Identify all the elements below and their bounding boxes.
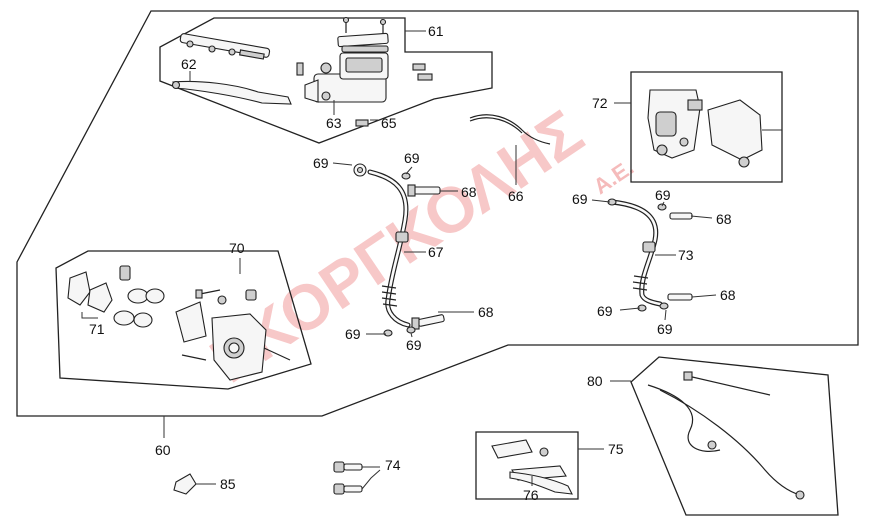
callout-85: 85 (220, 476, 236, 492)
hose-clip-66 (469, 114, 551, 145)
callout-69-b: 69 (404, 150, 420, 166)
callout-75: 75 (608, 441, 624, 457)
cable-frame (630, 356, 839, 516)
clip-85 (173, 473, 197, 495)
banjo-bolt-68-bottom (411, 314, 445, 330)
callout-72: 72 (592, 95, 608, 111)
callout-80: 80 (587, 373, 603, 389)
leader-lines (81, 30, 782, 490)
caliper-frame (55, 250, 312, 390)
banjo-bolt-68-top (407, 184, 441, 197)
bolts-74 (333, 461, 363, 495)
callout-65: 65 (381, 115, 397, 131)
callout-73: 73 (678, 247, 694, 263)
reservoir-cover-61 (337, 16, 389, 53)
callout-68-a: 68 (461, 184, 477, 200)
brake-pads-71 (67, 271, 113, 313)
callout-70: 70 (229, 240, 245, 256)
rear-caliper-72 (647, 89, 763, 168)
small-fittings-mc (296, 62, 433, 127)
callout-69-e: 69 (572, 191, 588, 207)
callout-69-a: 69 (313, 155, 329, 171)
callout-74: 74 (385, 457, 401, 473)
lever-set-frame (475, 431, 579, 500)
kit-60-boundary (16, 10, 859, 417)
master-cylinder-body-63 (304, 52, 389, 103)
callout-69-d: 69 (406, 337, 422, 353)
callout-69-h: 69 (657, 321, 673, 337)
caliper-pins-bolts (119, 265, 291, 361)
caliper-body (175, 301, 267, 381)
callout-76: 76 (523, 487, 539, 503)
callout-66: 66 (508, 188, 524, 204)
callout-67: 67 (428, 244, 444, 260)
callout-68-b: 68 (478, 304, 494, 320)
callout-71: 71 (89, 321, 105, 337)
brake-hose-67 (353, 163, 411, 328)
brake-hose-73 (609, 199, 663, 307)
callout-68-c: 68 (716, 211, 732, 227)
washers-69-left (383, 172, 416, 337)
callout-61: 61 (428, 23, 444, 39)
callout-60: 60 (155, 442, 171, 458)
master-cylinder-frame (159, 17, 493, 144)
lever-76 (509, 471, 573, 495)
lever-set-75 (491, 439, 567, 481)
rear-caliper-frame (630, 71, 783, 183)
caliper-pistons-seals (113, 288, 165, 328)
callout-69-g: 69 (597, 303, 613, 319)
callout-62: 62 (181, 56, 197, 72)
brake-lever-62 (171, 80, 292, 105)
callout-69-c: 69 (345, 326, 361, 342)
washers-69-right (607, 198, 669, 312)
callout-69-f: 69 (655, 187, 671, 203)
brake-cable-80 (647, 371, 805, 500)
lever-switch-parts (179, 33, 271, 60)
callout-68-d: 68 (720, 287, 736, 303)
callout-labels: 61 62 63 65 66 67 68 68 68 68 69 69 69 6… (89, 23, 736, 503)
callout-63: 63 (326, 115, 342, 131)
